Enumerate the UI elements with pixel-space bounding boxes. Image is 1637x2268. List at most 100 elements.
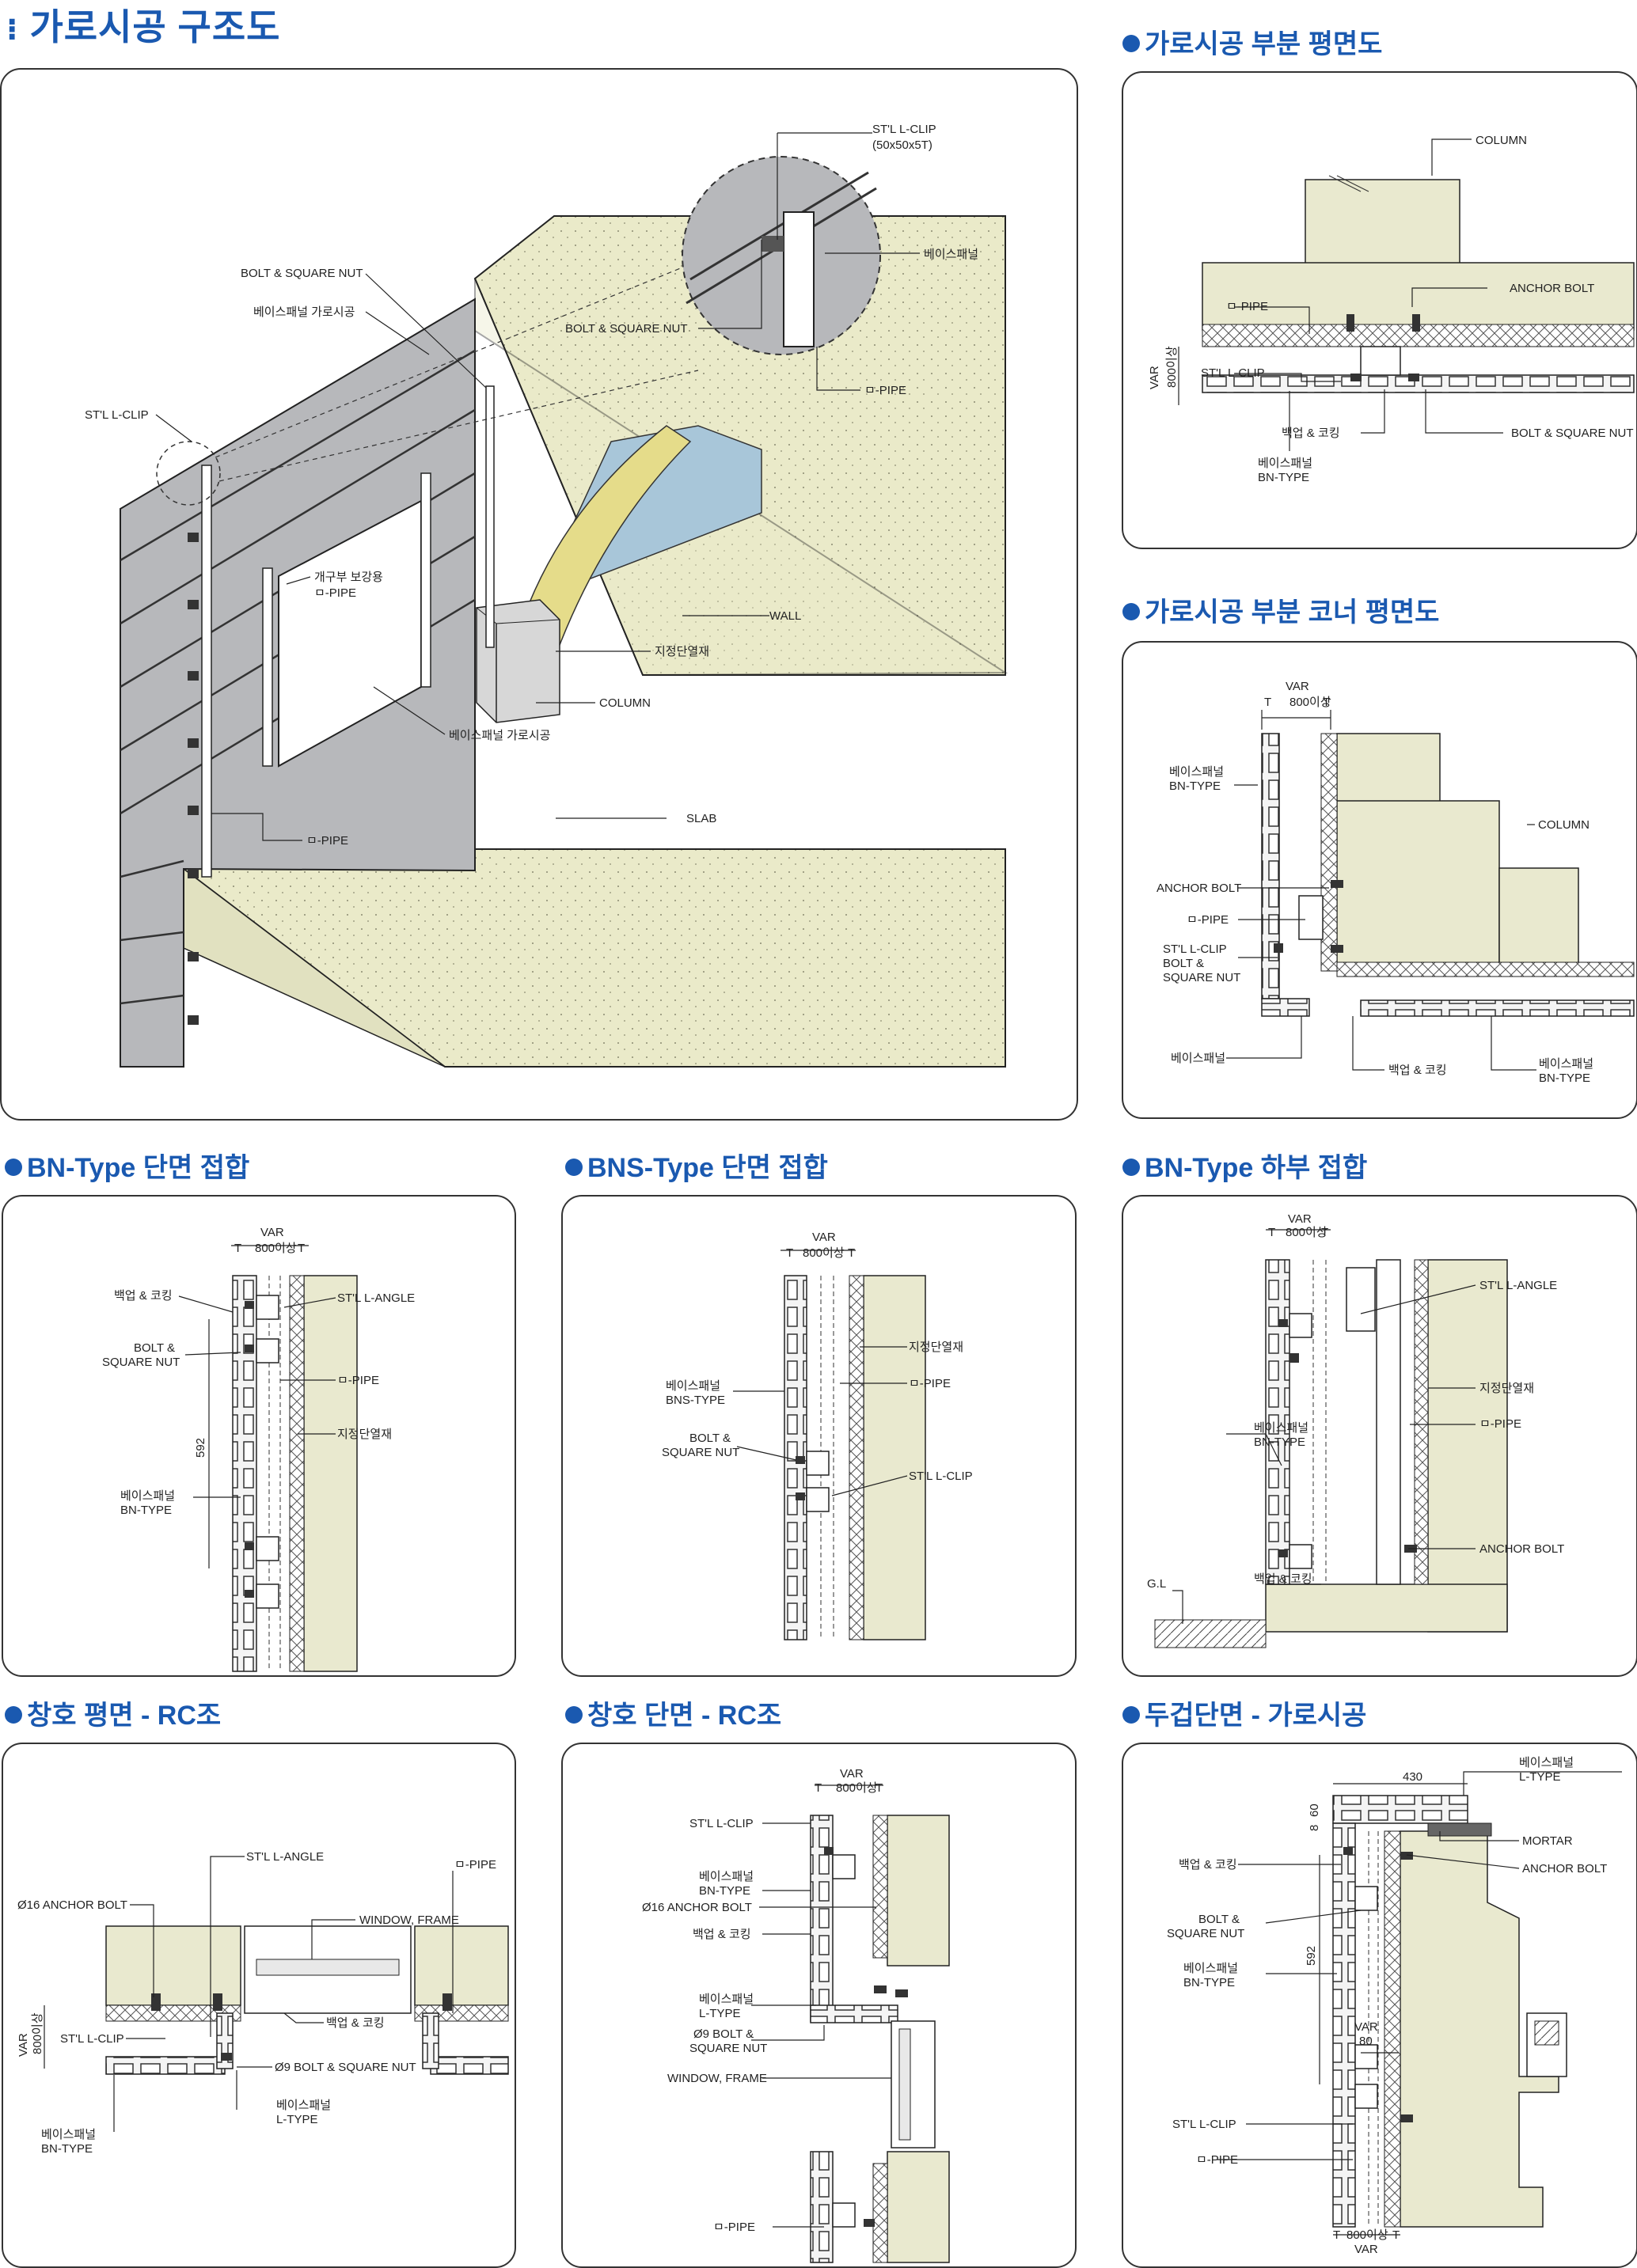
bn-joint-panel: VAR 800이상 T T 백업 & 코킹 ST'L L-ANGLE BOLT … [2, 1195, 516, 1677]
tk-label-var-bottom: VAR [1354, 2243, 1378, 2256]
label-clip-left: ST'L L-CLIP [85, 408, 149, 422]
ws-label-square-nut: SQUARE NUT [689, 2042, 767, 2055]
corner-label-backup: 백업 & 코킹 [1388, 1064, 1447, 1077]
thickness-panel: 베이스패널 L-TYPE 430 MORTAR ANCHOR BOLT 60 8… [1122, 1743, 1637, 2268]
tk-label-clip: ST'L L-CLIP [1172, 2118, 1236, 2131]
bns-joint-panel: VAR 800이상 T T 지정단열재 ㅁ-PIPE 베이스패널 BNS-TYP… [561, 1195, 1077, 1677]
bns-label-panel: 베이스패널 [666, 1379, 720, 1393]
plan-label-clip: ST'L L-CLIP [1201, 366, 1265, 380]
bns-label-t2: T [848, 1246, 855, 1260]
label-wall: WALL [769, 609, 801, 623]
label-base-panel-top: 베이스패널 [924, 248, 978, 261]
corner-label-panel-type: BN-TYPE [1169, 779, 1221, 793]
bns-label-insulation: 지정단열재 [909, 1341, 963, 1354]
section-title-bn-joint: BN-Type 단면 접합 [5, 1146, 249, 1185]
label-bolt-nut-inset: BOLT & SQUARE NUT [565, 322, 687, 336]
plan-label-anchor-bolt: ANCHOR BOLT [1510, 282, 1594, 295]
wp-label-clip: ST'L L-CLIP [60, 2032, 124, 2046]
ws-label-bolt: Ø9 BOLT & [693, 2027, 754, 2041]
plan-label-dim: 800이상 [1165, 346, 1179, 388]
plan-panel: COLUMN ㅁ-PIPE ANCHOR BOLT ST'L L-CLIP VA… [1122, 71, 1637, 549]
bns-label-bolt: BOLT & [689, 1432, 731, 1445]
ws-label-panel-bn: 베이스패널 [699, 1870, 754, 1883]
corner-label-panel-c-type: BN-TYPE [1539, 1071, 1590, 1085]
wp-label-backup: 백업 & 코킹 [326, 2016, 385, 2030]
label-pipe-bottom: ㅁ-PIPE [306, 834, 348, 848]
corner-label-dim: 800이상 [1289, 696, 1331, 709]
bns-joint-diagram: VAR 800이상 T T 지정단열재 ㅁ-PIPE 베이스패널 BNS-TYP… [662, 1231, 973, 1640]
corner-label-pipe: ㅁ-PIPE [1187, 913, 1229, 927]
bnj-label-panel: 베이스패널 [120, 1489, 175, 1503]
ws-label-var: VAR [840, 1767, 864, 1781]
section-title-corner: 가로시공 부분 코너 평면도 [1122, 590, 1439, 629]
bns-label-square-nut: SQUARE NUT [662, 1446, 739, 1459]
plan-label-column: COLUMN [1476, 134, 1527, 147]
bnj-label-dim: 800이상 [255, 1242, 297, 1255]
ws-label-backup: 백업 & 코킹 [693, 1928, 751, 1941]
bnj-label-t1: T [234, 1242, 241, 1255]
bnb-label-t2: T [1321, 1226, 1328, 1239]
tk-label-panel-l: 베이스패널 [1519, 1756, 1574, 1769]
bns-label-clip: ST'L L-CLIP [909, 1470, 973, 1483]
main-structure-panel: ST'L L-CLIP (50x50x5T) 베이스패널 BOLT & SQUA… [0, 68, 1078, 1121]
tk-label-panel-l-type: L-TYPE [1519, 1770, 1561, 1784]
bnj-label-pipe: ㅁ-PIPE [337, 1374, 379, 1387]
plan-label-bolt-nut: BOLT & SQUARE NUT [1511, 427, 1633, 440]
bns-label-t1: T [786, 1246, 793, 1260]
bn-joint-diagram: VAR 800이상 T T 백업 & 코킹 ST'L L-ANGLE BOLT … [102, 1226, 415, 1672]
label-slab: SLAB [686, 812, 716, 825]
corner-label-column: COLUMN [1538, 818, 1590, 832]
ws-label-window: WINDOW, FRAME [667, 2072, 767, 2085]
wp-label-angle: ST'L L-ANGLE [246, 1850, 324, 1864]
bnb-label-insulation: 지정단열재 [1479, 1382, 1534, 1395]
bnb-label-gl: G.L [1147, 1577, 1166, 1591]
page-title: ⁝가로시공 구조도 [6, 6, 281, 47]
bns-label-dim: 800이상 [803, 1246, 845, 1260]
bnj-label-var: VAR [260, 1226, 284, 1239]
bns-label-var: VAR [812, 1231, 836, 1244]
tk-label-dim8: 8 [1308, 1825, 1321, 1831]
window-plan-panel: ST'L L-ANGLE ㅁ-PIPE Ø16 ANCHOR BOLT WIND… [2, 1743, 516, 2268]
label-column: COLUMN [599, 696, 651, 710]
bnb-label-angle: ST'L L-ANGLE [1479, 1279, 1557, 1292]
label-pipe-inset: ㅁ-PIPE [864, 384, 906, 397]
ws-label-t2: T [875, 1781, 883, 1795]
label-insulation: 지정단열재 [655, 645, 709, 658]
tk-label-t1: T [1333, 2228, 1340, 2242]
tk-label-height: 592 [1305, 1946, 1318, 1966]
ws-label-anchor-bolt: Ø16 ANCHOR BOLT [642, 1901, 752, 1914]
plan-label-backup: 백업 & 코킹 [1282, 427, 1340, 440]
bnj-label-panel-type: BN-TYPE [120, 1504, 172, 1517]
wp-label-dim: 800이상 [31, 2012, 44, 2054]
wp-label-var: VAR [17, 2033, 30, 2057]
ws-label-t1: T [815, 1781, 822, 1795]
tk-label-square-nut: SQUARE NUT [1167, 1927, 1244, 1940]
tk-label-anchor-bolt: ANCHOR BOLT [1522, 1862, 1607, 1875]
bnb-label-panel-type: BN-TYPE [1254, 1436, 1305, 1449]
main-structure-diagram: ST'L L-CLIP (50x50x5T) 베이스패널 BOLT & SQUA… [85, 123, 1008, 1068]
bnb-label-var: VAR [1288, 1212, 1312, 1226]
section-title-thickness: 두겁단면 - 가로시공 [1122, 1693, 1366, 1732]
plan-label-pipe: ㅁ-PIPE [1226, 300, 1268, 313]
bnj-label-square-nut: SQUARE NUT [102, 1356, 180, 1369]
insulation [515, 425, 692, 656]
corner-label-anchor-bolt: ANCHOR BOLT [1157, 882, 1241, 895]
corner-label-square-nut: SQUARE NUT [1163, 971, 1240, 984]
tk-label-panel-bn: 베이스패널 [1183, 1962, 1238, 1975]
corner-label-panel: 베이스패널 [1169, 765, 1224, 779]
corner-diagram: VAR 800이상 T T 베이스패널 BN-TYPE COLUMN ANCHO… [1157, 680, 1635, 1085]
label-opening-reinforce: 개구부 보강용 [314, 571, 383, 584]
label-horizontal-install: 베이스패널 가로시공 [449, 729, 550, 742]
bn-bottom-diagram: VAR 800이상 T T ST'L L-ANGLE 지정단열재 베이스패널 B… [1147, 1212, 1564, 1648]
wp-label-anchor-bolt: Ø16 ANCHOR BOLT [17, 1898, 127, 1912]
label-bolt-nut-left: BOLT & SQUARE NUT [241, 267, 363, 280]
corner-label-panel-c: 베이스패널 [1539, 1057, 1593, 1071]
tk-label-dim: 800이상 [1346, 2228, 1388, 2242]
tk-label-t2: T [1392, 2228, 1400, 2242]
section-title-bns-joint: BNS-Type 단면 접합 [565, 1146, 828, 1185]
wp-label-pipe: ㅁ-PIPE [454, 1858, 496, 1872]
plan-label-var: VAR [1148, 366, 1161, 389]
corner-label-panel-b: 베이스패널 [1171, 1052, 1225, 1065]
tk-label-var: VAR [1354, 2020, 1378, 2034]
ws-label-clip: ST'L L-CLIP [689, 1817, 754, 1830]
